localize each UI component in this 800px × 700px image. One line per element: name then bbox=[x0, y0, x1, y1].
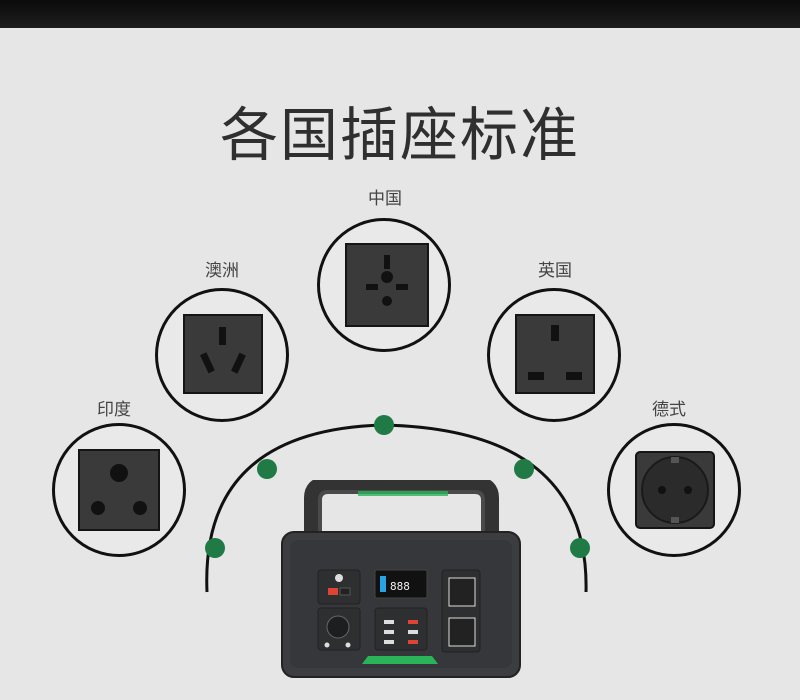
australia-socket-icon bbox=[183, 314, 263, 394]
india-socket-icon bbox=[78, 449, 160, 531]
portable-power-station-icon: 888 bbox=[281, 480, 521, 678]
uk-socket-icon bbox=[515, 314, 595, 394]
socket-label-germany: 德式 bbox=[652, 400, 686, 420]
socket-label-china: 中国 bbox=[368, 189, 402, 209]
arc-dot bbox=[514, 459, 534, 479]
socket-circle-india bbox=[52, 423, 186, 557]
arc-dot bbox=[205, 538, 225, 558]
socket-label-india: 印度 bbox=[97, 400, 131, 420]
socket-label-australia: 澳洲 bbox=[205, 261, 239, 281]
page-title: 各国插座标准 bbox=[219, 101, 580, 169]
arc-dot bbox=[374, 415, 394, 435]
socket-label-uk: 英国 bbox=[538, 261, 572, 281]
socket-circle-australia bbox=[155, 288, 289, 422]
socket-circle-china bbox=[317, 218, 451, 352]
display-readout: 888 bbox=[390, 580, 410, 593]
china-socket-icon bbox=[345, 243, 429, 327]
arc-dot bbox=[257, 459, 277, 479]
socket-circle-uk bbox=[487, 288, 621, 422]
top-bar bbox=[0, 0, 800, 28]
arc-dot bbox=[570, 538, 590, 558]
socket-circle-germany bbox=[607, 423, 741, 557]
germany-socket-icon bbox=[635, 451, 715, 529]
